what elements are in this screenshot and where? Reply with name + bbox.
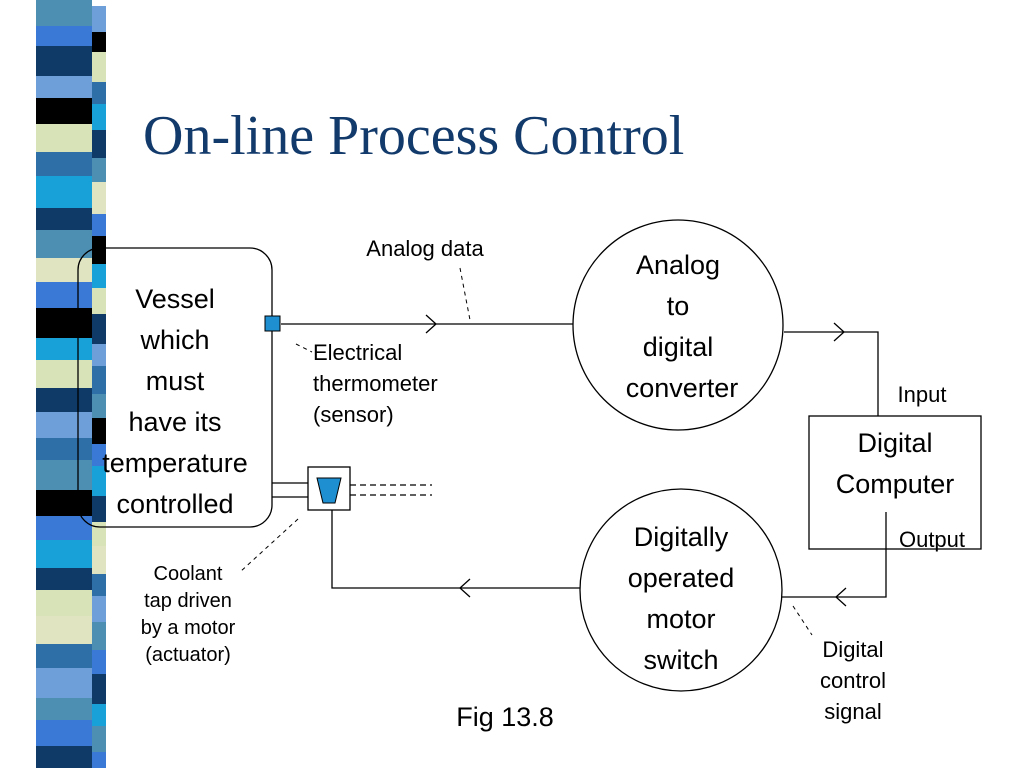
motor-switch-label: Digitally operated motor switch	[627, 522, 735, 675]
stripe-band	[36, 0, 92, 26]
adc-label: Analog to digital converter	[625, 250, 739, 403]
stripe-band	[36, 124, 92, 152]
stripe-band	[92, 466, 106, 496]
computer-to-switch-line	[782, 512, 887, 598]
motor-switch-circle	[579, 488, 783, 692]
stripe-band	[92, 314, 106, 344]
stripe-band	[36, 668, 92, 698]
stripe-band	[92, 704, 106, 726]
stripe-band	[36, 644, 92, 668]
stripe-band	[92, 650, 106, 674]
computer-box	[808, 415, 982, 550]
tap-housing	[307, 466, 351, 511]
stripe-band	[36, 746, 92, 768]
stripe-band	[36, 590, 92, 616]
stripe-band	[36, 208, 92, 230]
stripe-band	[92, 82, 106, 104]
stripe-band	[92, 236, 106, 264]
adc-circle	[572, 219, 784, 431]
adc-to-computer-line	[784, 331, 879, 416]
leader-coolant	[239, 518, 299, 573]
stripe-band	[36, 152, 92, 176]
stripe-band	[36, 720, 92, 746]
stripe-band	[92, 496, 106, 522]
stripe-band	[36, 516, 92, 540]
stripe-band	[92, 32, 106, 52]
stripe-band	[92, 596, 106, 622]
figure-caption: Fig 13.8	[456, 702, 554, 732]
stripe-band	[36, 460, 92, 490]
stripe-band	[36, 568, 92, 590]
arrow-computer-switch	[835, 587, 847, 607]
stripe-band	[92, 288, 106, 314]
stripe-band	[92, 418, 106, 444]
stripe-band	[92, 182, 106, 214]
stripe-band	[36, 540, 92, 568]
stripe-band	[92, 726, 106, 752]
digital-control-signal-label: Digital control signal	[819, 637, 887, 724]
stripe-band	[92, 214, 106, 236]
leader-analog-data	[459, 267, 471, 321]
arrow-switch-tap	[459, 578, 471, 598]
stripe-band	[92, 264, 106, 288]
stripe-band	[36, 360, 92, 388]
stripe-band	[92, 574, 106, 596]
stripe-band	[36, 412, 92, 438]
stripe-band	[92, 752, 106, 768]
stripe-band	[92, 546, 106, 574]
stripe-band	[92, 366, 106, 394]
stripe-band	[36, 258, 92, 282]
stripe-band	[92, 104, 106, 130]
coolant-tap-icon	[316, 477, 342, 504]
input-label: Input	[897, 382, 947, 407]
stripe-band	[36, 230, 92, 258]
stripe-band	[92, 130, 106, 158]
computer-label: Digital Computer	[835, 428, 955, 499]
decorative-stripe	[36, 0, 106, 768]
leader-sensor	[295, 343, 313, 353]
square-sensor-icon	[264, 315, 281, 332]
analog-data-label: Analog data	[366, 236, 484, 261]
coolant-tap-label: Coolant tap driven by a motor (actuator)	[140, 563, 236, 666]
stripe-band	[36, 616, 92, 644]
arrow-adc-computer	[833, 322, 845, 342]
stripe-band	[36, 308, 92, 338]
stripe-band	[36, 176, 92, 208]
stripe-band	[92, 344, 106, 366]
stripe-band	[92, 522, 106, 546]
stripe-band	[92, 158, 106, 182]
stripe-band	[36, 46, 92, 76]
stripe-band	[36, 490, 92, 516]
stripe-band	[36, 98, 92, 124]
stripe-band	[92, 6, 106, 32]
output-label: Output	[898, 527, 966, 552]
arrow-sensor-adc	[425, 314, 437, 334]
stripe-band	[36, 26, 92, 46]
stripe-band	[36, 282, 92, 308]
stripe-band	[36, 388, 92, 412]
stripe-band	[92, 674, 106, 704]
stripe-band	[36, 76, 92, 98]
stripe-band	[36, 698, 92, 720]
vessel-label: Vessel which must have its temperature c…	[102, 284, 248, 519]
leader-digital-signal	[792, 605, 813, 636]
stripe-band	[92, 444, 106, 466]
switch-to-tap-line	[331, 510, 580, 589]
slide-title: On-line Process Control	[143, 105, 685, 167]
stripe-band	[92, 52, 106, 82]
vessel-box	[77, 247, 273, 528]
sensor-label: Electrical thermometer (sensor)	[313, 340, 438, 427]
stripe-band	[92, 622, 106, 650]
stripe-band	[92, 394, 106, 418]
